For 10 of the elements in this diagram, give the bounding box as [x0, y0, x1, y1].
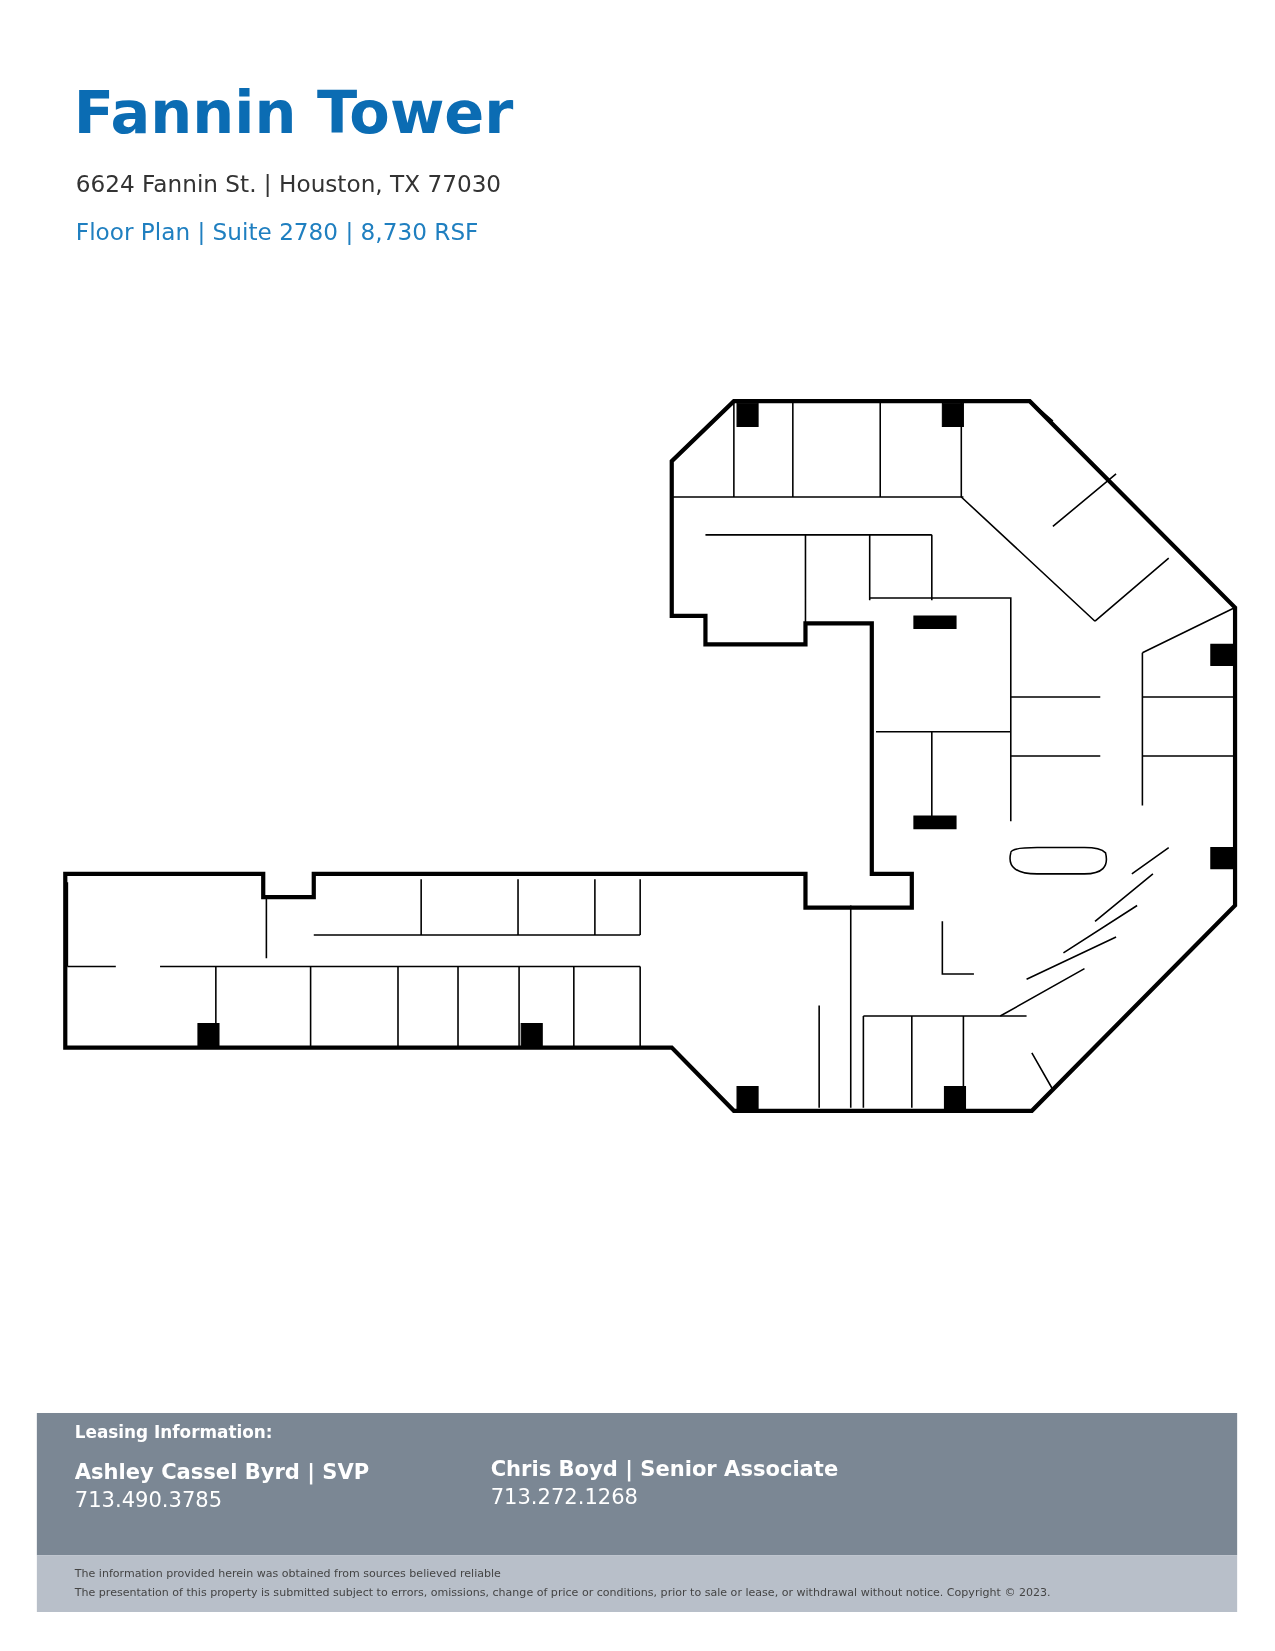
disclaimer-text: The presentation of this property is submitted subject to errors, omissions, change of price or conditions, prior to sale or lease, or withdrawal without notice. Copyright © 2023. [74, 1585, 1051, 1599]
contact-name: Chris Boyd | Senior Associate [490, 1456, 839, 1482]
page-title: Fannin Tower [73, 77, 514, 147]
phone-number: 713.272.1268 [490, 1483, 638, 1509]
contact-name: Ashley Cassel Byrd | SVP [74, 1459, 370, 1485]
phone-number: 713.490.3785 [74, 1486, 223, 1512]
disclaimer-text: The information provided herein was obtained from sources believed reliable [74, 1566, 501, 1580]
suite-info-text: Floor Plan | Suite 2780 | 8,730 RSF [75, 219, 479, 246]
section-heading: Leasing Information: [74, 1422, 273, 1443]
address-text: 6624 Fannin St. | Houston, TX 77030 [75, 170, 502, 197]
